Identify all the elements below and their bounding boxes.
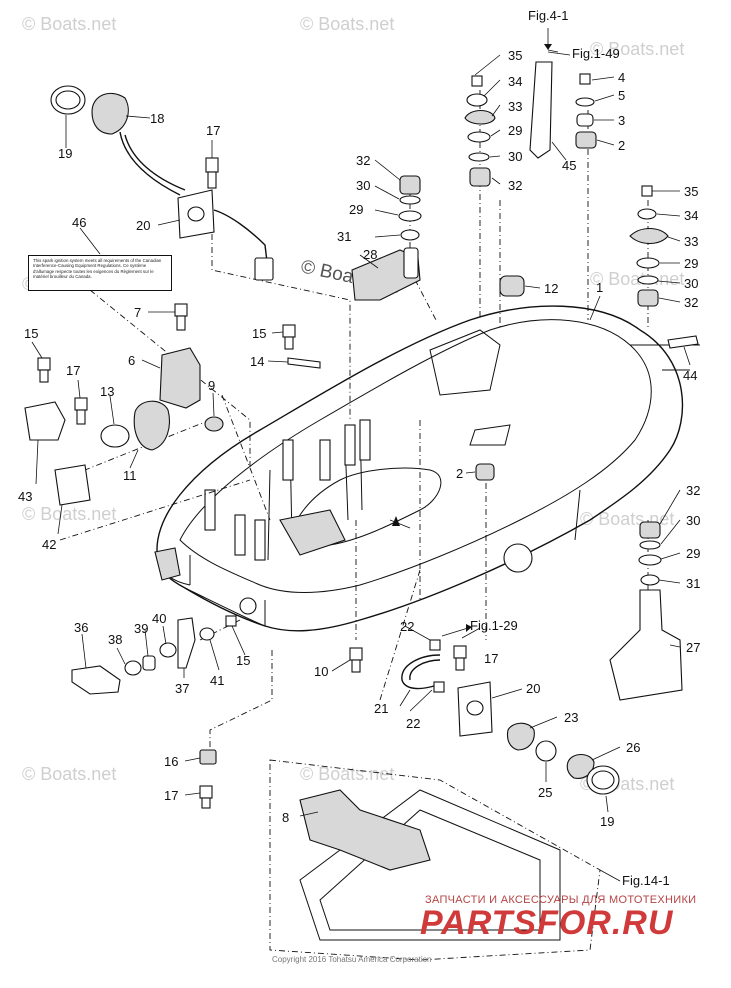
callout-numbers: 35 34 33 29 30 32 45 4 5 3 2 32 30 29 31… [18,48,700,829]
parts-bottom [71,521,683,871]
callout-34: 34 [684,208,698,223]
callout-31: 31 [686,576,700,591]
callout-17: 17 [484,651,498,666]
callout-33: 33 [684,234,698,249]
callout-17: 17 [66,363,80,378]
fig-4-1-label: Fig.4-1 [528,8,568,23]
callout-13: 13 [100,384,114,399]
callout-29: 29 [684,256,698,271]
callout-10: 10 [314,664,328,679]
callout-35: 35 [684,184,698,199]
callout-15: 15 [252,326,266,341]
fig-1-29-label: Fig.1-29 [470,618,518,633]
callout-45: 45 [562,158,576,173]
callout-37: 37 [175,681,189,696]
watermark: © Boats.net [22,764,116,784]
callout-8: 8 [282,810,289,825]
callout-29: 29 [508,123,522,138]
callout-41: 41 [210,673,224,688]
copyright-text: Copyright 2016 Tohatsu America Corporati… [272,955,432,964]
callout-39: 39 [134,621,148,636]
callout-6: 6 [128,353,135,368]
callout-17: 17 [164,788,178,803]
callout-12: 12 [544,281,558,296]
callout-35: 35 [508,48,522,63]
callout-30: 30 [686,513,700,528]
callout-7: 7 [134,305,141,320]
callout-19: 19 [600,814,614,829]
callout-4: 4 [618,70,625,85]
callout-30: 30 [356,178,370,193]
callout-19: 19 [58,146,72,161]
callout-21: 21 [374,701,388,716]
callout-23: 23 [564,710,578,725]
callout-17: 17 [206,123,220,138]
callout-31: 31 [337,229,351,244]
callout-33: 33 [508,99,522,114]
callout-1: 1 [596,280,603,295]
parts-top [50,61,699,349]
callout-40: 40 [152,611,166,626]
callout-34: 34 [508,74,522,89]
callout-32: 32 [686,483,700,498]
callout-42: 42 [42,537,56,552]
fig-1-49-label: Fig.1-49 [572,46,620,61]
callout-46: 46 [72,215,86,230]
callout-36: 36 [74,620,88,635]
callout-25: 25 [538,785,552,800]
callout-20: 20 [136,218,150,233]
callout-5: 5 [618,88,625,103]
parts-left [24,303,495,506]
figure-refs: Fig.4-1 Fig.1-49 Fig.1-29 Fig.14-1 [470,8,670,888]
brand-logo: PARTSFOR.RU [420,904,674,942]
brand-tagline: ЗАПЧАСТИ И АКСЕССУАРЫ ДЛЯ МОТОТЕХНИКИ [425,894,697,906]
callout-11: 11 [123,468,137,483]
watermark: © Boats.net [590,39,684,59]
watermark: © Boats.net [22,504,116,524]
fig-14-1-label: Fig.14-1 [622,873,670,888]
callout-29: 29 [349,202,363,217]
callout-15: 15 [236,653,250,668]
callout-15: 15 [24,326,38,341]
callout-44: 44 [683,368,697,383]
callout-27: 27 [686,640,700,655]
watermarks: © Boats.net © Boats.net © Boats.net © Bo… [22,14,684,794]
callout-32: 32 [684,295,698,310]
callout-32: 32 [508,178,522,193]
watermark: © Boats.net [300,764,394,784]
callout-22: 22 [406,716,420,731]
callout-leaders [31,51,691,882]
callout-16: 16 [164,754,178,769]
watermark: © Boats.net [300,14,394,34]
callout-26: 26 [626,740,640,755]
watermark: © Boats.net [22,14,116,34]
bottom-cowl [154,305,700,632]
callout-38: 38 [108,632,122,647]
callout-30: 30 [684,276,698,291]
callout-22: 22 [400,619,414,634]
callout-20: 20 [526,681,540,696]
callout-30: 30 [508,149,522,164]
callout-18: 18 [150,111,164,126]
callout-32: 32 [356,153,370,168]
callout-2: 2 [456,466,463,481]
ref-arrows [389,28,559,637]
callout-3: 3 [618,113,625,128]
callout-43: 43 [18,489,32,504]
watermark: © Boats.net [590,269,684,289]
callout-2: 2 [618,138,625,153]
warning-label: This spark ignition system meets all req… [28,255,172,291]
callout-14: 14 [250,354,264,369]
callout-28: 28 [363,247,377,262]
callout-29: 29 [686,546,700,561]
callout-9: 9 [208,378,215,393]
